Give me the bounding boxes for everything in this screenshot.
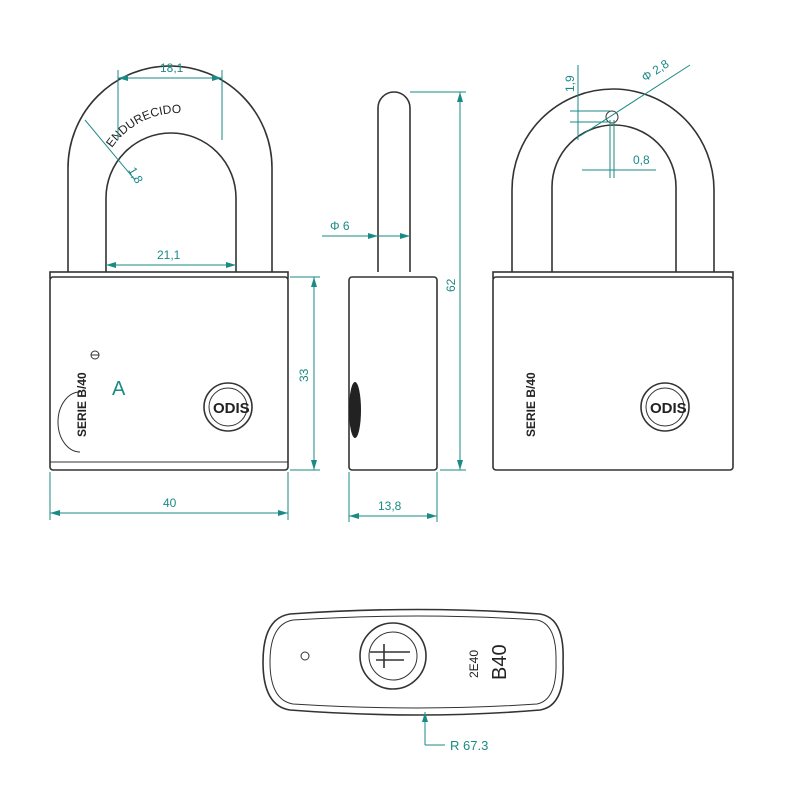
shackle-hole	[605, 110, 619, 124]
svg-text:ODIS: ODIS	[213, 400, 250, 417]
dim-shackle-outer: 18,1	[160, 61, 184, 75]
keyway-icon	[370, 644, 410, 668]
bottom-outline	[262, 608, 564, 716]
back-view: SERIE B/40 ODIS 1,9 Φ 2,8 0,8	[492, 56, 734, 471]
dim-depth: 13,8	[378, 499, 402, 513]
dim-body-width: 40	[163, 496, 177, 510]
logo-icon: ODIS	[203, 382, 253, 432]
bottom-view: 2E40 B40 R 67.3	[262, 608, 564, 753]
front-body-label: SERIE B/40	[75, 372, 89, 437]
bottom-inner-outline	[269, 615, 557, 709]
dim-hole-spacing: 0,8	[633, 153, 650, 167]
back-logo-icon: ODIS	[640, 382, 690, 432]
side-keyhole	[349, 382, 361, 438]
code-large: B40	[489, 644, 511, 680]
dim-shackle-diameter: Φ 6	[330, 219, 350, 233]
dim-body-height: 33	[297, 368, 311, 382]
shackle-label: ENDURECIDO	[103, 102, 181, 150]
side-shackle	[377, 91, 411, 272]
key-cylinder	[359, 622, 427, 690]
key-cylinder-inner	[368, 631, 418, 681]
keyway-arc	[57, 391, 81, 453]
front-view: SERIE B/40 A ODIS ENDURECIDO 18,1 1,8 21…	[49, 61, 320, 520]
side-view: Φ 6 62 13,8	[322, 91, 466, 522]
dim-radius: R 67.3	[450, 738, 488, 753]
bottom-hole	[300, 651, 310, 661]
svg-text:ODIS: ODIS	[650, 400, 687, 417]
marker-letter: A	[112, 378, 126, 400]
lock-body	[49, 276, 289, 471]
code-small: 2E40	[467, 650, 481, 678]
back-shackle-outer	[511, 88, 715, 272]
dim-shackle-thickness: 1,8	[125, 165, 146, 187]
back-body	[492, 276, 734, 471]
back-body-label: SERIE B/40	[524, 372, 538, 437]
dim-total-height: 62	[444, 278, 458, 292]
dim-shackle-inner: 21,1	[157, 248, 181, 262]
dim-hole-offset: 1,9	[563, 75, 577, 92]
shackle-outer	[67, 65, 273, 272]
side-body	[348, 276, 438, 471]
shackle-inner	[105, 132, 237, 272]
